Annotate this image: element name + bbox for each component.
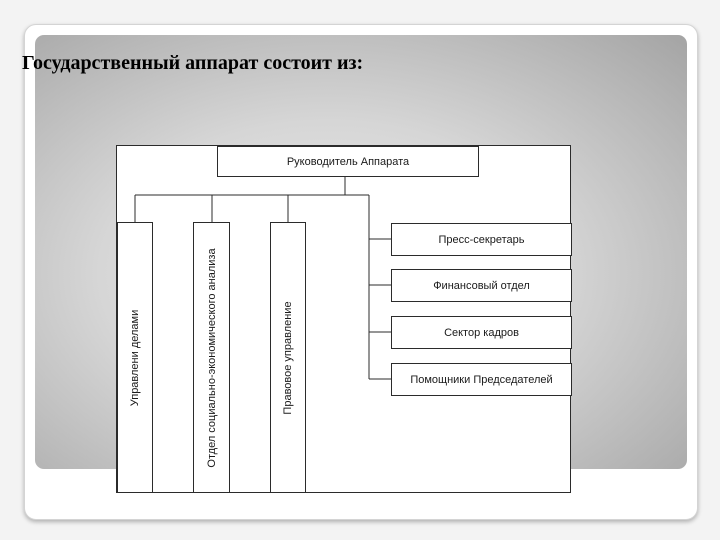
side-label-finance: Финансовый отдел [433, 279, 530, 292]
unit-box-administration: Управлени делами [117, 222, 153, 493]
unit-label-legal: Правовое управление [282, 300, 294, 415]
side-box-assistants: Помощники Председателей [391, 363, 572, 396]
side-label-hr: Сектор кадров [444, 326, 519, 339]
org-chart: Руководитель Аппарата Управлени делами О… [116, 145, 572, 493]
slide-title: Государственный аппарат состоит из: [22, 52, 364, 74]
side-box-hr: Сектор кадров [391, 316, 572, 349]
unit-box-legal: Правовое управление [270, 222, 306, 493]
org-chart-connectors [134, 177, 391, 380]
side-label-assistants: Помощники Председателей [410, 373, 553, 386]
side-box-press: Пресс-секретарь [391, 223, 572, 256]
side-label-press: Пресс-секретарь [438, 233, 525, 246]
head-box: Руководитель Аппарата [217, 146, 479, 177]
unit-label-socioeconomic: Отдел социально-экономического анализа [205, 247, 218, 468]
unit-label-administration: Управлени делами [129, 309, 141, 406]
side-box-finance: Финансовый отдел [391, 269, 572, 302]
head-label: Руководитель Аппарата [286, 155, 410, 168]
unit-box-socioeconomic: Отдел социально-экономического анализа [193, 222, 230, 493]
